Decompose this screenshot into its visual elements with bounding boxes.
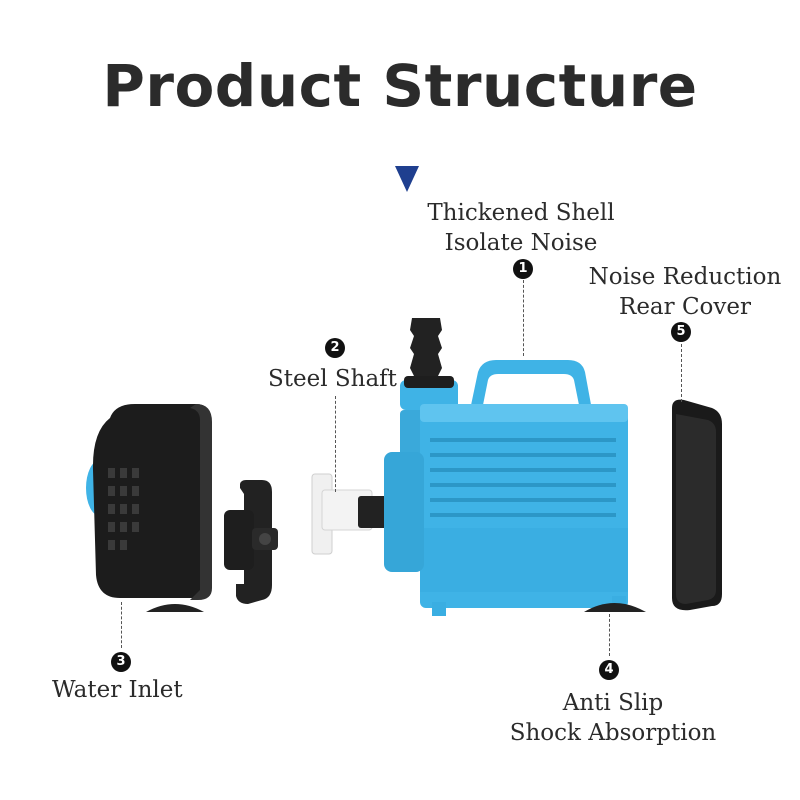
arrow-down-icon	[395, 166, 419, 192]
callout-2-leader	[335, 396, 336, 492]
callout-4-text: Anti Slip Shock Absorption	[500, 688, 726, 748]
callout-1-line2: Isolate Noise	[410, 228, 632, 258]
callout-4-badge: 4	[599, 660, 619, 680]
callout-5-text: Noise Reduction Rear Cover	[580, 262, 790, 322]
callout-3-text: Water Inlet	[52, 675, 192, 705]
callout-2-text: Steel Shaft	[268, 364, 402, 394]
callout-5-line2: Rear Cover	[580, 292, 790, 322]
mount-bracket	[224, 480, 278, 604]
callout-1-leader	[523, 280, 524, 356]
callout-5-badge: 5	[671, 322, 691, 342]
inlet-cover	[86, 404, 212, 612]
callout-5-line1: Noise Reduction	[580, 262, 790, 292]
callout-1-badge: 1	[513, 259, 533, 279]
callout-1-line1: Thickened Shell	[410, 198, 632, 228]
callout-1-text: Thickened Shell Isolate Noise	[410, 198, 632, 258]
callout-3-leader	[121, 602, 122, 648]
rear-cover	[672, 400, 722, 611]
pump-body	[384, 318, 646, 616]
callout-3-badge: 3	[111, 652, 131, 672]
callout-4-line1: Anti Slip	[500, 688, 726, 718]
callout-4-leader	[609, 614, 610, 656]
callout-5-leader	[681, 344, 682, 402]
callout-2-badge: 2	[325, 338, 345, 358]
callout-4-line2: Shock Absorption	[500, 718, 726, 748]
